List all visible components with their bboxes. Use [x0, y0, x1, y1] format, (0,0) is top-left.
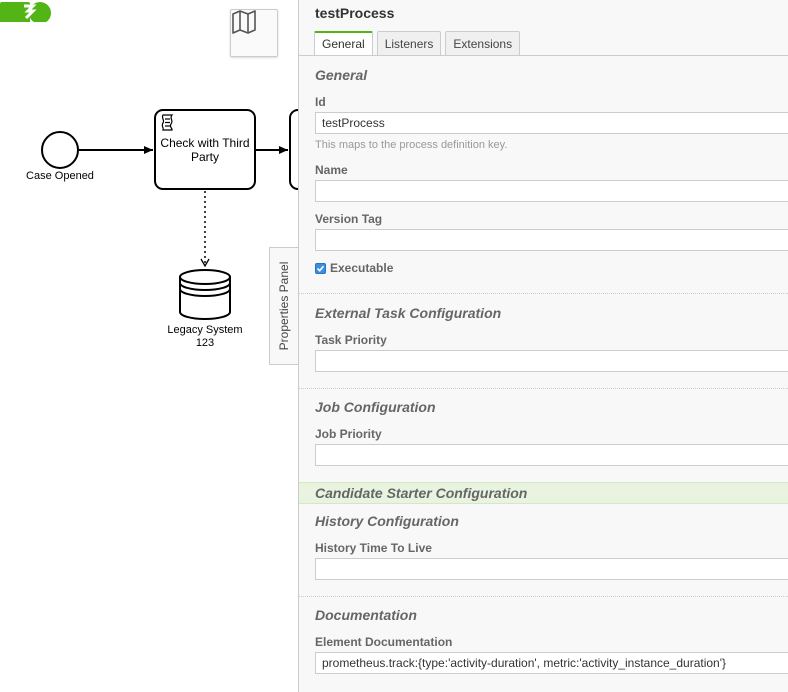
tab-general[interactable]: General — [314, 31, 373, 56]
diagram-canvas[interactable]: Case Opened Check with Third Party Legac… — [0, 0, 298, 692]
executable-label: Executable — [330, 261, 394, 275]
start-event[interactable] — [41, 131, 79, 169]
history-ttl-label: History Time To Live — [315, 541, 432, 555]
task-priority-input[interactable] — [315, 350, 788, 372]
task-next-partial[interactable] — [289, 109, 298, 190]
group-title-job: Job Configuration — [315, 399, 436, 415]
group-separator — [299, 596, 788, 597]
element-documentation-input[interactable]: prometheus.track:{type:'activity-duratio… — [315, 652, 788, 674]
id-hint: This maps to the process definition key. — [315, 139, 508, 151]
id-input[interactable] — [315, 112, 788, 134]
panel-title: testProcess — [315, 5, 395, 21]
properties-panel-toggle-label: Properties Panel — [277, 261, 291, 351]
data-store[interactable] — [179, 269, 231, 320]
properties-panel: testProcess General Listeners Extensions… — [298, 0, 788, 692]
script-icon — [161, 114, 174, 131]
bpmn-diagram — [41, 109, 298, 320]
name-input[interactable] — [315, 180, 788, 202]
tabs-divider — [299, 55, 788, 56]
group-title-candidate-starter: Candidate Starter Configuration — [315, 485, 528, 501]
properties-panel-toggle[interactable]: Properties Panel — [269, 247, 298, 365]
minimap-toggle-button[interactable] — [230, 9, 278, 57]
map-icon — [232, 10, 256, 34]
group-candidate-starter[interactable]: Candidate Starter Configuration — [299, 482, 788, 504]
id-label: Id — [315, 95, 326, 109]
start-event-label: Case Opened — [26, 170, 94, 182]
check-icon — [316, 265, 325, 272]
data-store-label: Legacy System 123 — [167, 324, 243, 349]
group-title-history: History Configuration — [315, 513, 459, 529]
executable-row: Executable — [315, 261, 393, 275]
tab-listeners[interactable]: Listeners — [376, 31, 442, 55]
group-title-general: General — [315, 67, 368, 83]
version-tag-input[interactable] — [315, 229, 788, 251]
task-priority-label: Task Priority — [315, 333, 387, 347]
history-ttl-input[interactable] — [315, 558, 788, 580]
group-separator — [299, 388, 788, 389]
job-priority-label: Job Priority — [315, 427, 382, 441]
group-separator — [299, 293, 788, 294]
task-label: Check with Third Party — [160, 136, 250, 164]
tab-extensions[interactable]: Extensions — [445, 31, 521, 55]
panel-tabs: General Listeners Extensions — [314, 31, 521, 56]
group-title-external-task: External Task Configuration — [315, 305, 502, 321]
version-tag-label: Version Tag — [315, 212, 383, 226]
element-documentation-label: Element Documentation — [315, 635, 453, 649]
name-label: Name — [315, 163, 348, 177]
group-title-documentation: Documentation — [315, 607, 417, 623]
executable-checkbox[interactable] — [315, 262, 326, 274]
camunda-logo[interactable] — [0, 0, 54, 22]
job-priority-input[interactable] — [315, 444, 788, 466]
